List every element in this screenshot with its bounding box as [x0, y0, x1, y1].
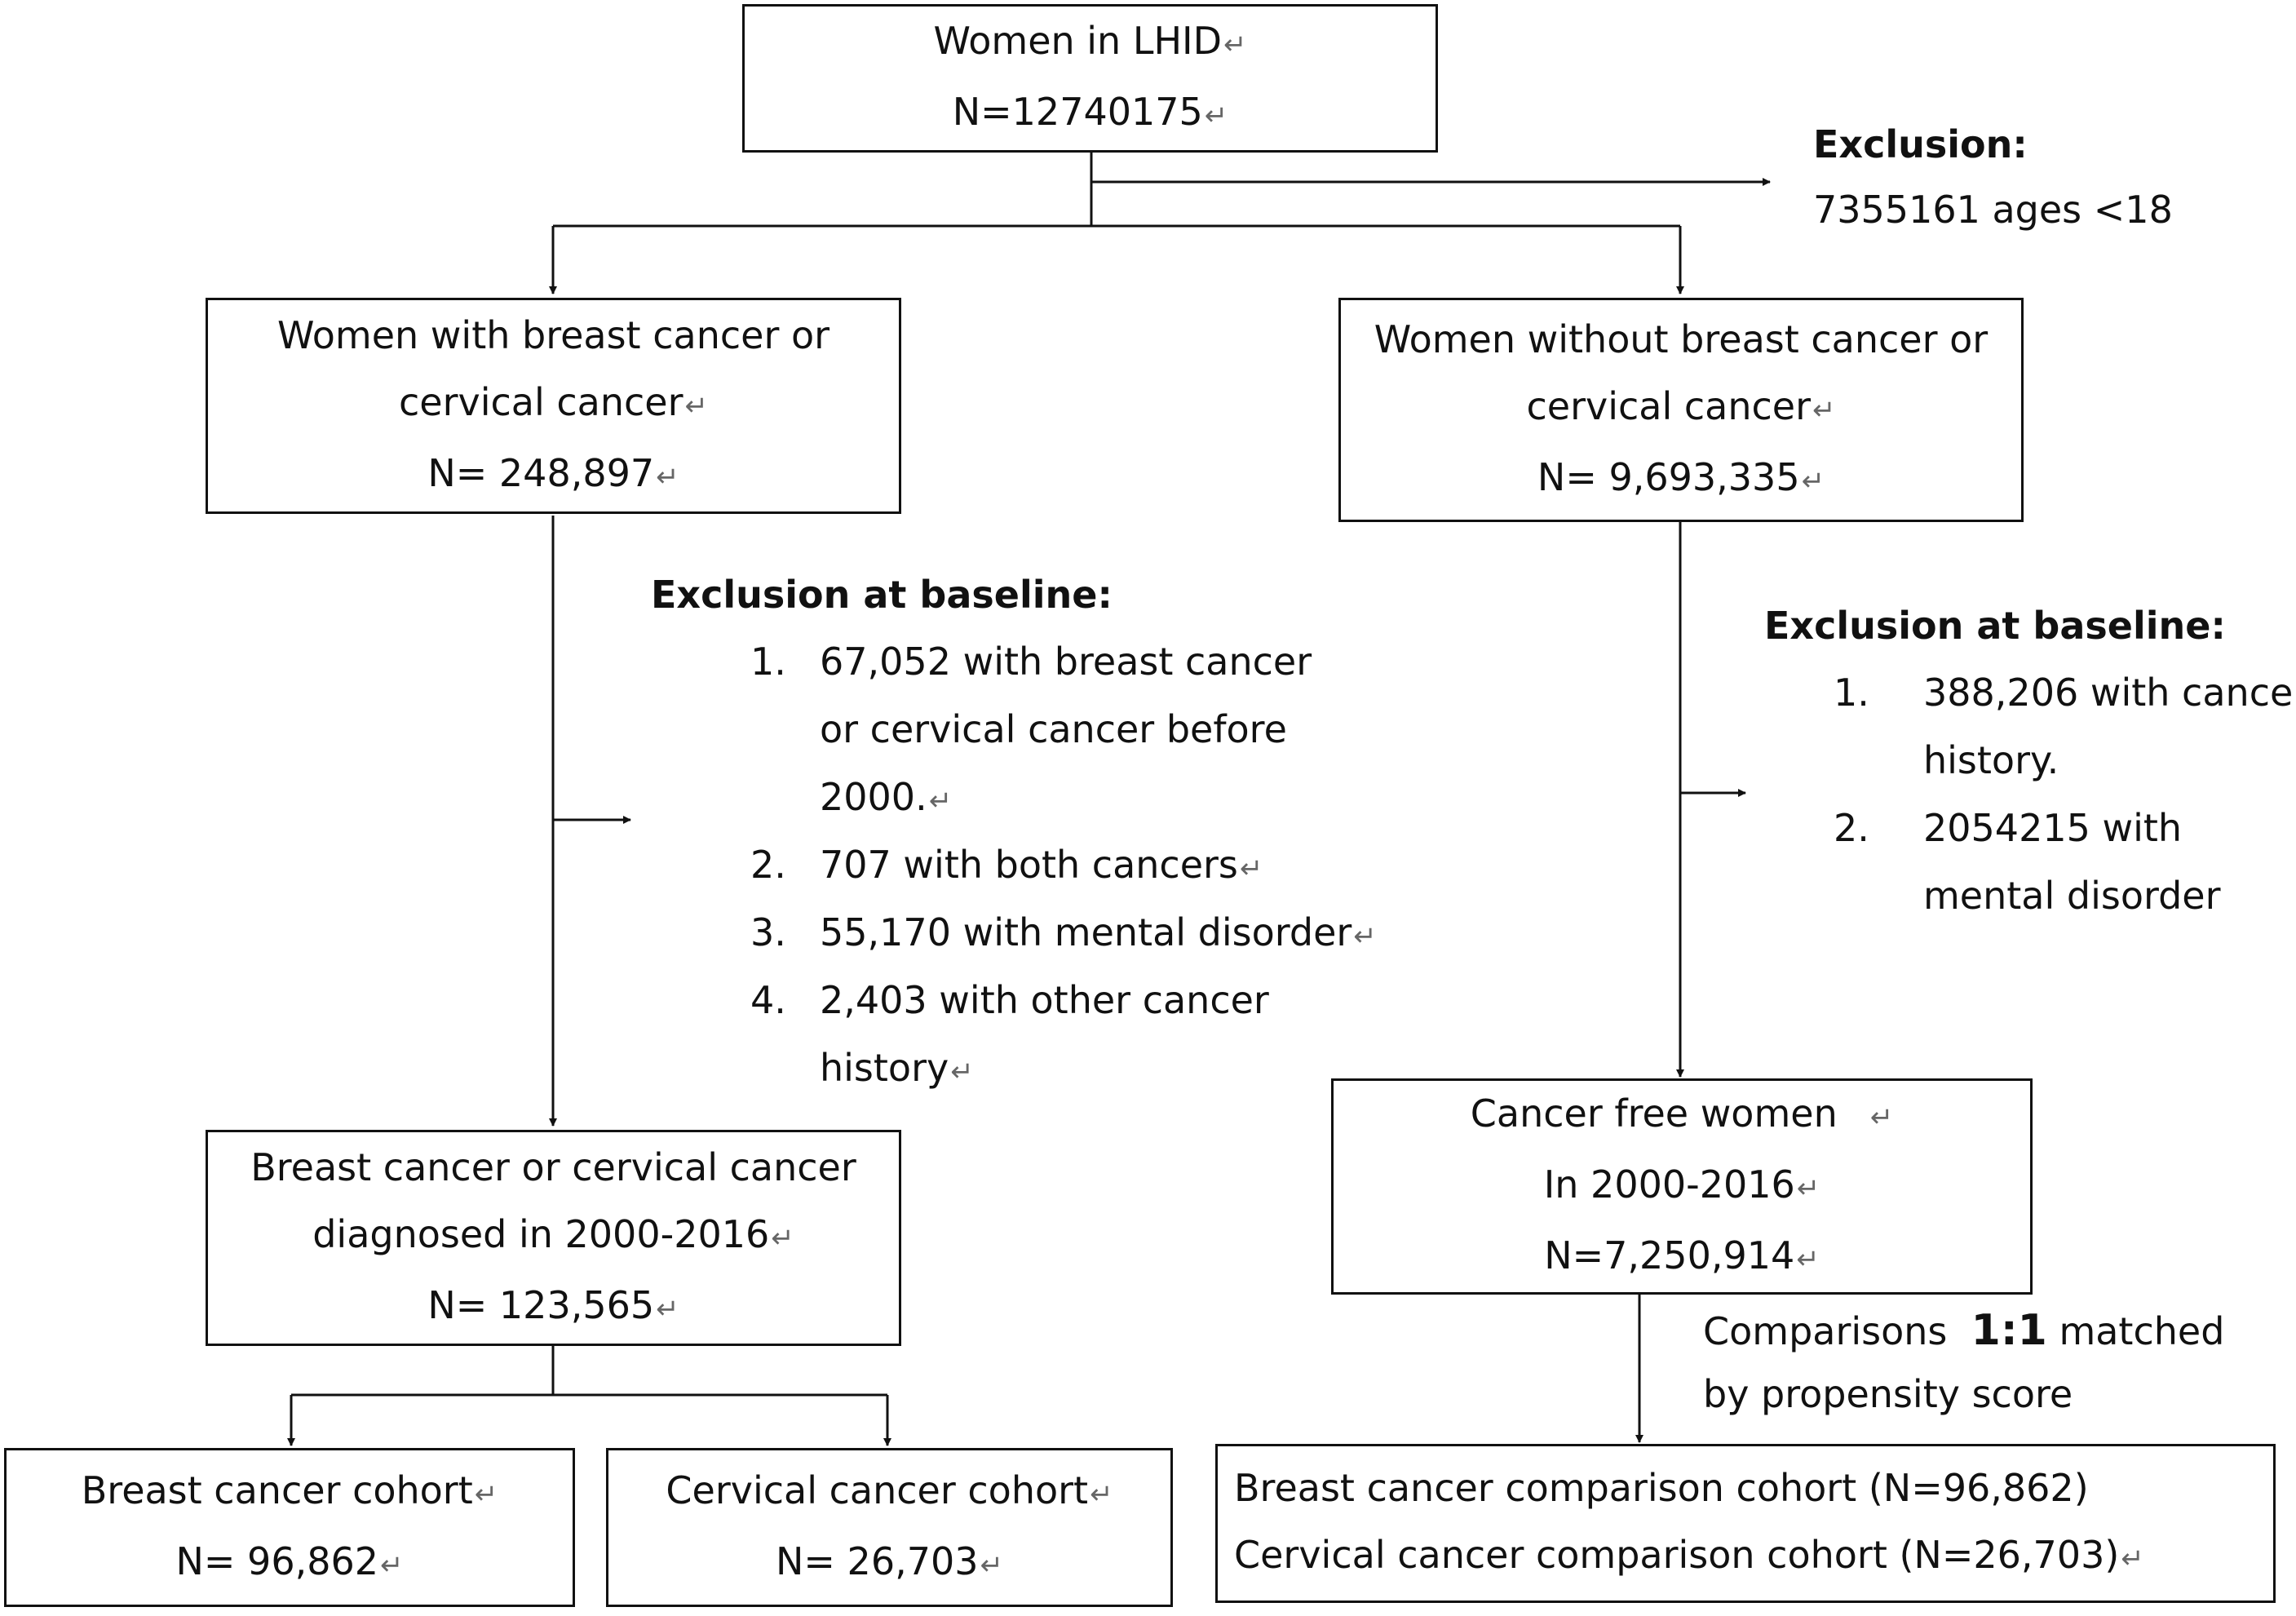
right-box-line3: N= 9,693,335 — [1537, 454, 1800, 499]
comparison-box-line1: Breast cancer comparison cohort (N=96,86… — [1234, 1466, 2089, 1510]
return-mark: ↵ — [2121, 1543, 2144, 1575]
left-exclusion-item-1-line-2: or cervical cancer before — [820, 707, 1287, 751]
return-mark: ↵ — [1090, 1477, 1113, 1511]
return-mark: ↵ — [1796, 1243, 1820, 1276]
right-exclusion-item-2-line-2: mental disorder — [1923, 874, 2221, 918]
exclusion-top-text: 7355161 ages <18 — [1813, 188, 2173, 232]
box-cervical-cancer-cohort: Cervical cancer cohort↵ N= 26,703↵ — [606, 1448, 1173, 1607]
right-exclusion-num-2: 2. — [1834, 806, 1869, 850]
return-mark: ↵ — [1239, 852, 1263, 885]
box-women-with-cancer: Women with breast cancer or cervical can… — [206, 298, 901, 514]
left-exclusion-item-4-line-2: history↵ — [820, 1046, 974, 1090]
left-exclusion-num-1: 1. — [750, 640, 786, 684]
right-exclusion-title: Exclusion at baseline: — [1764, 604, 2226, 648]
return-mark: ↵ — [656, 1292, 679, 1326]
box-diagnosed-2000-2016: Breast cancer or cervical cancer diagnos… — [206, 1130, 901, 1346]
right-exclusion-item-1-line-1: 388,206 with cancer — [1923, 671, 2296, 715]
match-note-line2: by propensity score — [1703, 1372, 2073, 1416]
left-exclusion-item-1-line-3: 2000.↵ — [820, 775, 953, 819]
free-box-line3: N=7,250,914 — [1544, 1233, 1795, 1277]
match-note-line1: Comparisons 1:1 matched — [1703, 1297, 2224, 1365]
return-mark: ↵ — [1801, 464, 1825, 498]
cervical-box-line2: N= 26,703 — [775, 1539, 979, 1583]
diag-box-line1: Breast cancer or cervical cancer — [250, 1144, 856, 1189]
left-exclusion-title: Exclusion at baseline: — [651, 573, 1113, 617]
top-box-line2: N=12740175 — [952, 90, 1203, 134]
return-mark: ↵ — [656, 460, 679, 494]
return-mark: ↵ — [928, 785, 953, 817]
match-note-pre: Comparisons — [1703, 1309, 1948, 1353]
box-cancer-free-women: Cancer free women↵ In 2000-2016↵ N=7,250… — [1331, 1078, 2033, 1295]
return-mark: ↵ — [980, 1548, 1004, 1582]
match-note-post: matched — [2059, 1309, 2225, 1353]
box-comparison-cohorts: Breast cancer comparison cohort (N=96,86… — [1215, 1444, 2276, 1603]
return-mark: ↵ — [1869, 1101, 1894, 1134]
diag-box-line2: diagnosed in 2000-2016 — [312, 1211, 770, 1256]
left-exclusion-item-4-line-1: 2,403 with other cancer — [820, 978, 1269, 1022]
comparison-box-line2: Cervical cancer comparison cohort (N=26,… — [1234, 1533, 2120, 1577]
top-box-line1: Women in LHID — [933, 19, 1223, 63]
left-exclusion-num-2: 2. — [750, 843, 786, 887]
left-exclusion-num-4: 4. — [750, 978, 786, 1022]
right-exclusion-item-2-line-1: 2054215 with — [1923, 806, 2183, 850]
box-women-without-cancer: Women without breast cancer or cervical … — [1338, 298, 2024, 522]
match-note-ratio: 1:1 — [1971, 1306, 2047, 1355]
free-box-line2: In 2000-2016 — [1543, 1162, 1795, 1206]
return-mark: ↵ — [1812, 393, 1836, 427]
diag-box-line3: N= 123,565 — [427, 1282, 655, 1327]
left-box-line2: cervical cancer — [398, 379, 683, 424]
return-mark: ↵ — [1796, 1172, 1820, 1205]
left-box-line1: Women with breast cancer or — [276, 312, 830, 357]
left-exclusion-item-1-line-1: 67,052 with breast cancer — [820, 640, 1312, 684]
left-exclusion-item-3-line-1: 55,170 with mental disorder↵ — [820, 910, 1377, 954]
return-mark: ↵ — [474, 1477, 498, 1511]
left-exclusion-num-3: 3. — [750, 910, 786, 954]
right-exclusion-num-1: 1. — [1834, 671, 1869, 715]
free-box-line1: Cancer free women — [1470, 1091, 1838, 1136]
return-mark: ↵ — [1353, 920, 1377, 953]
box-women-in-lhid: Women in LHID↵ N=12740175↵ — [742, 4, 1438, 153]
return-mark: ↵ — [950, 1056, 974, 1088]
return-mark: ↵ — [684, 389, 709, 423]
right-box-line2: cervical cancer — [1526, 383, 1812, 428]
breast-box-line2: N= 96,862 — [175, 1539, 379, 1583]
return-mark: ↵ — [1223, 29, 1247, 61]
right-box-line1: Women without breast cancer or — [1374, 317, 1989, 361]
breast-box-line1: Breast cancer cohort — [81, 1468, 473, 1512]
cervical-box-line1: Cervical cancer cohort — [666, 1468, 1089, 1512]
return-mark: ↵ — [771, 1221, 794, 1255]
return-mark: ↵ — [380, 1548, 404, 1582]
left-exclusion-item-2-line-1: 707 with both cancers↵ — [820, 843, 1263, 887]
left-box-line3: N= 248,897 — [427, 450, 655, 495]
box-breast-cancer-cohort: Breast cancer cohort↵ N= 96,862↵ — [4, 1448, 575, 1607]
exclusion-top-title: Exclusion: — [1813, 122, 2028, 166]
right-exclusion-item-1-line-2: history. — [1923, 738, 2059, 782]
return-mark: ↵ — [1204, 100, 1228, 132]
